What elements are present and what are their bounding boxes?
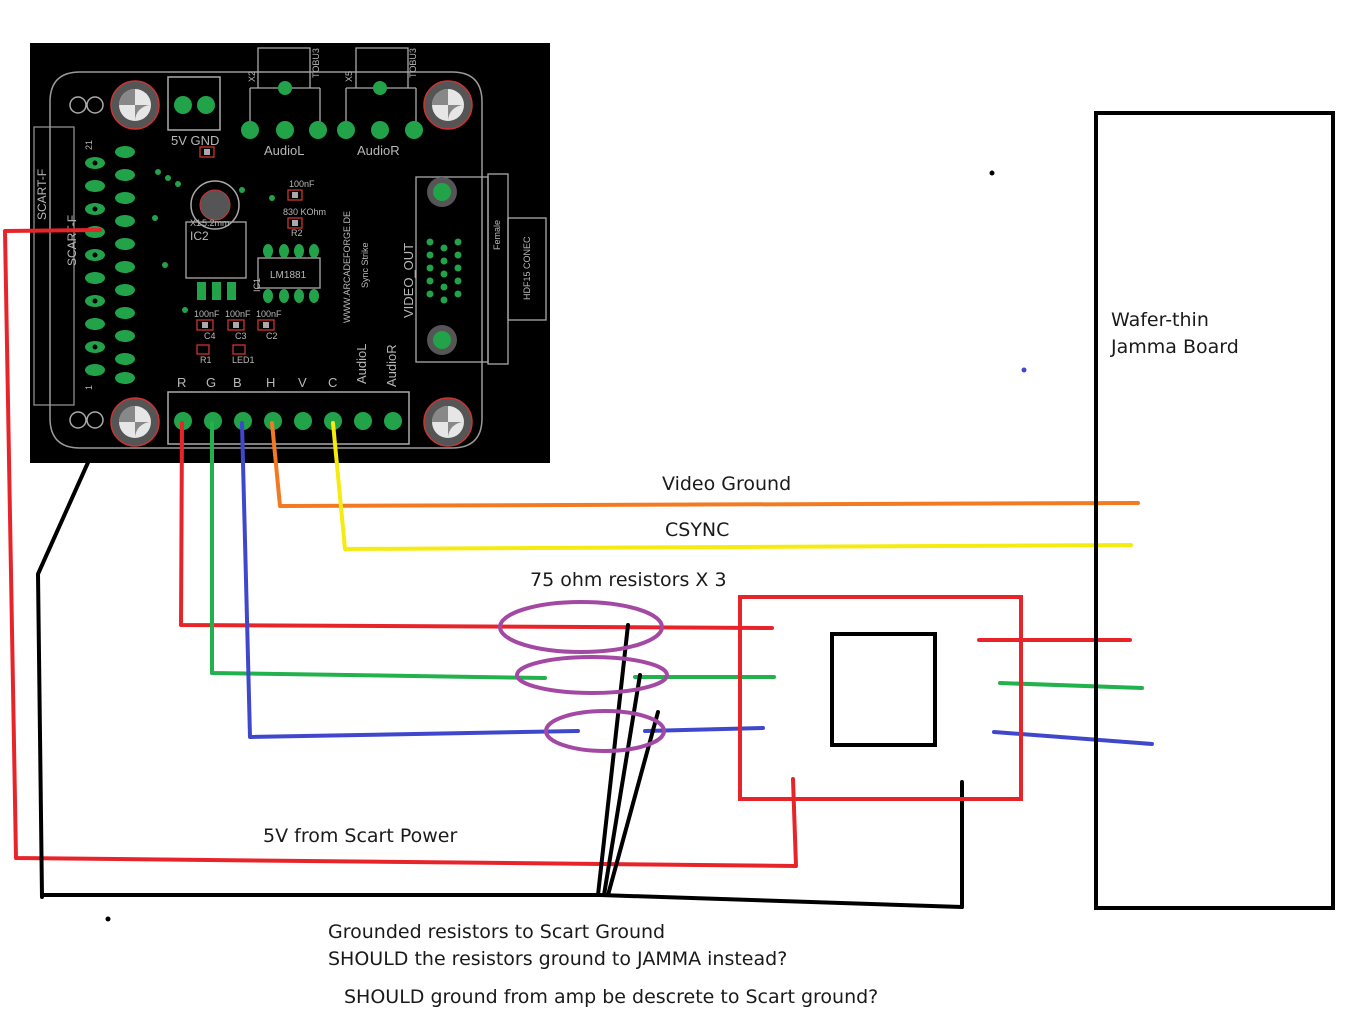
jamma-label-line1: Wafer-thin (1111, 309, 1209, 331)
stray-dot (989, 170, 995, 176)
scart-pin-1: 1 (84, 385, 94, 390)
pin-label-h: H (266, 375, 275, 390)
note-line3: SHOULD ground from amp be descrete to Sc… (344, 986, 878, 1008)
audio-conn-left-part: TOBU3 (311, 48, 321, 78)
smd-label-c1: 100nF (289, 179, 315, 189)
pin-label-b: B (233, 375, 242, 390)
jamma-label-line2: Jamma Board (1110, 336, 1239, 358)
smd-label-r1: R1 (200, 355, 212, 365)
scart-pads (85, 146, 135, 384)
lm1881-chip: LM1881 IC1 (252, 244, 321, 303)
smd-label-r2: R2 (291, 228, 303, 238)
note-line2: SHOULD the resistors ground to JAMMA ins… (328, 948, 787, 970)
amp-chip (830, 632, 937, 747)
smd-label-c2-value: 100nF (256, 309, 282, 319)
pin-label-g: G (206, 375, 216, 390)
label-csync: CSYNC (665, 519, 729, 541)
chip-label: LM1881 (270, 270, 307, 281)
pin-label-v: V (298, 375, 307, 390)
smd-label-c2: C2 (266, 331, 278, 341)
smd-label-c4-value: 100nF (194, 309, 220, 319)
wire-green-signal-in (210, 421, 547, 680)
smd-label-spacing: 5.2mm (202, 218, 230, 228)
wire-scart-ground-drop (36, 456, 92, 899)
ic1-label: IC1 (252, 278, 262, 292)
power-label: 5V GND (171, 133, 219, 148)
label-resistors: 75 ohm resistors X 3 (530, 569, 727, 591)
audio-connector-right: AudioR X5 TOBU3 (337, 47, 423, 158)
audio-conn-left-id: X2 (247, 71, 257, 82)
wire-blue-to-jamma (992, 730, 1154, 746)
hdf15-connector: Female HDF15 CONEC (415, 173, 547, 365)
hdf-label: HDF15 CONEC (522, 236, 532, 300)
amp-board (738, 595, 1023, 801)
pcb-url: WWW.ARCADEFORGE.DE (342, 211, 352, 323)
pcb-outline (49, 71, 483, 449)
pin-label-r: R (177, 375, 186, 390)
smd-label-c3: C3 (235, 331, 247, 341)
resistor-blue (544, 709, 666, 753)
note-line1: Grounded resistors to Scart Ground (328, 921, 665, 943)
wires (3, 228, 1154, 909)
wire-green-to-jamma (998, 681, 1144, 690)
smd-label-led1: LED1 (232, 355, 255, 365)
wire-red-signal (179, 421, 774, 630)
regulator-ic2: IC2 (185, 180, 247, 300)
smd-parts (196, 146, 303, 355)
pin-label-audio-r: AudioR (384, 344, 399, 387)
scart-label-outer: SCART-F (35, 169, 49, 220)
jamma-board (1094, 111, 1335, 910)
wire-common-ground (40, 780, 964, 909)
wire-video-ground (270, 421, 1140, 508)
audio-connector-left: AudioL X2 TOBU3 (241, 47, 327, 158)
scart-label-inner: SCART-F (65, 215, 79, 266)
wire-csync (331, 421, 1133, 551)
ic2-label: IC2 (190, 229, 209, 243)
mounting-holes (110, 80, 473, 447)
audio-conn-right-id: X5 (344, 71, 354, 82)
smd-label-c4: C4 (204, 331, 216, 341)
smd-label-x1: X1 (190, 218, 201, 228)
stray-dot (1021, 367, 1027, 373)
stray-dot (105, 916, 111, 922)
audio-left-label: AudioL (264, 143, 304, 158)
resistor-red (498, 600, 664, 654)
scart-pin-21: 21 (84, 140, 94, 150)
smd-label-r-value: 830 KOhm (283, 207, 326, 217)
pin-label-c: C (328, 375, 337, 390)
power-terminal (167, 76, 221, 131)
wire-blue-signal-in (240, 421, 580, 739)
pin-label-audio-l: AudioL (354, 344, 369, 384)
resistors (498, 600, 669, 753)
pcb-board-name: Sync Strike (360, 242, 370, 288)
resistor-green (515, 655, 669, 695)
audio-conn-right-part: TOBU3 (408, 48, 418, 78)
label-5v-power: 5V from Scart Power (263, 825, 457, 847)
smd-label-c3-value: 100nF (225, 309, 251, 319)
female-label: Female (492, 220, 502, 250)
wire-resistor-ground-1 (596, 623, 630, 897)
video-out-label: VIDEO_OUT (401, 243, 416, 318)
audio-right-label: AudioR (357, 143, 400, 158)
pcb-board: 5V GND AudioL X2 TOBU3 AudioR X5 TOBU3 S… (30, 43, 550, 463)
scart-connector-outline (33, 126, 75, 406)
label-video-ground: Video Ground (662, 473, 791, 495)
wire-5v-power (3, 228, 798, 868)
smd-labels: 100nF 830 KOhm R2 100nF 100nF 100nF C4 C… (190, 179, 326, 365)
